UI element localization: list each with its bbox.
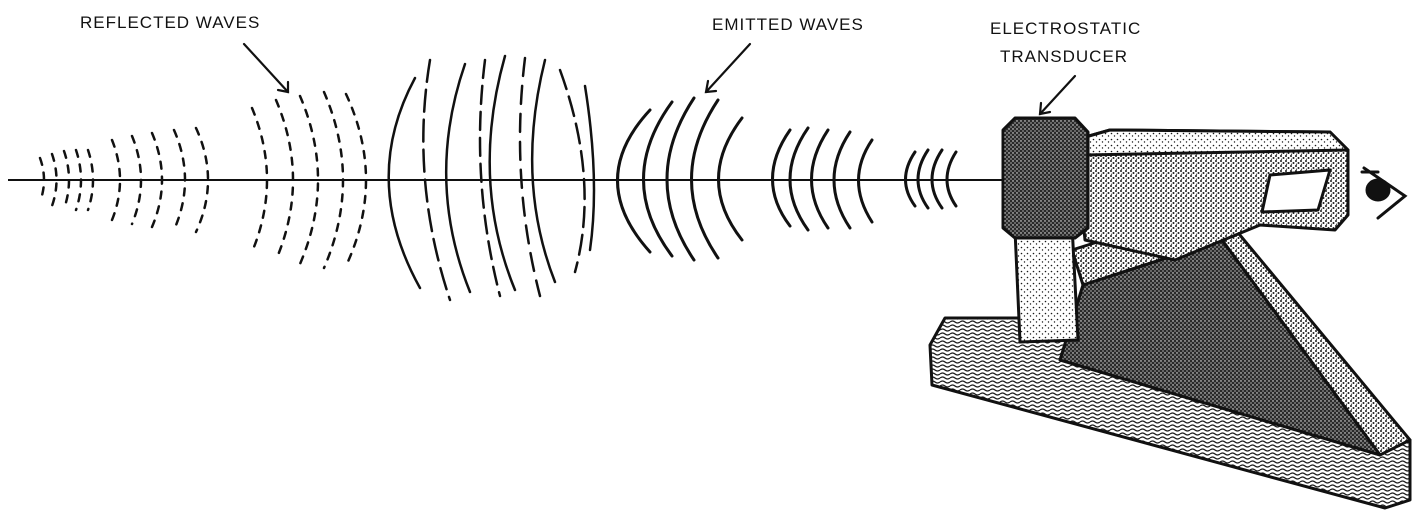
arm-window	[1260, 168, 1332, 214]
transducer-label-line2: TRANSDUCER	[1000, 47, 1128, 66]
electrostatic-transducer	[928, 116, 1412, 510]
reflected-waves-label: REFLECTED WAVES	[80, 13, 260, 32]
support-post	[1013, 223, 1080, 344]
emitted-waves-label: EMITTED WAVES	[712, 15, 864, 34]
reflected-arrow	[242, 42, 290, 94]
reflected-waves	[38, 90, 368, 270]
transducer-head	[1001, 116, 1090, 240]
label-arrows	[242, 42, 1077, 116]
emitted-waves	[616, 96, 958, 262]
transducer-arrow	[1038, 74, 1077, 116]
upper-arm-top	[1073, 128, 1350, 157]
eye-icon	[1360, 166, 1408, 220]
emitted-arrow	[704, 42, 752, 94]
central-waves	[387, 54, 596, 302]
transducer-label-line1: ELECTROSTATIC	[990, 19, 1141, 38]
